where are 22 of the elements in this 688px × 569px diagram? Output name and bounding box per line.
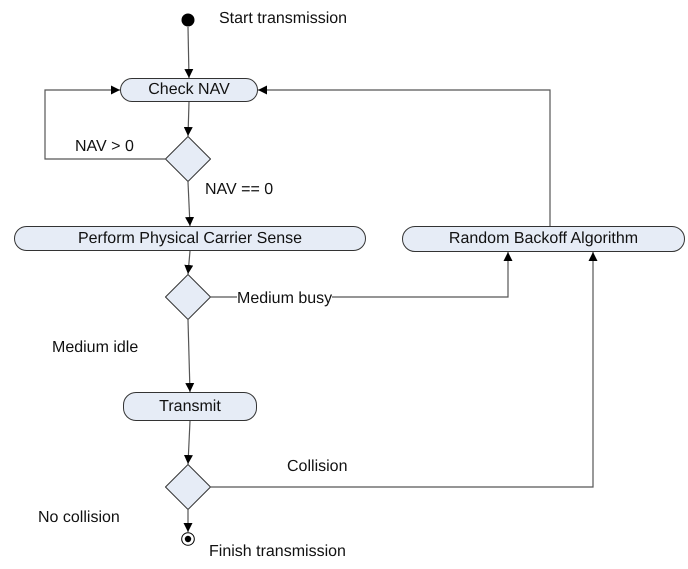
node-caption: Start transmission	[219, 10, 348, 28]
decision-diamond	[165, 274, 211, 320]
arrow	[184, 26, 194, 78]
activity-box: Transmit	[123, 392, 257, 421]
arrow	[185, 182, 194, 226]
arrow	[258, 86, 551, 226]
arrow	[44, 86, 165, 160]
arrow	[185, 320, 194, 392]
activity-box: Perform Physical Carrier Sense	[14, 226, 366, 251]
arrow	[184, 420, 193, 464]
end-node	[181, 532, 195, 546]
arrow	[184, 510, 192, 532]
activity-box: Check NAV	[120, 78, 258, 102]
decision-diamond	[165, 464, 211, 510]
node-caption: Finish transmission	[209, 543, 346, 561]
arrow	[184, 250, 194, 274]
arrow	[184, 102, 193, 136]
edge-label: Medium busy	[237, 290, 332, 308]
start-dot	[182, 14, 194, 26]
activity-box: Random Backoff Algorithm	[402, 226, 685, 252]
arrow	[211, 252, 598, 488]
decision-diamond	[165, 136, 211, 182]
